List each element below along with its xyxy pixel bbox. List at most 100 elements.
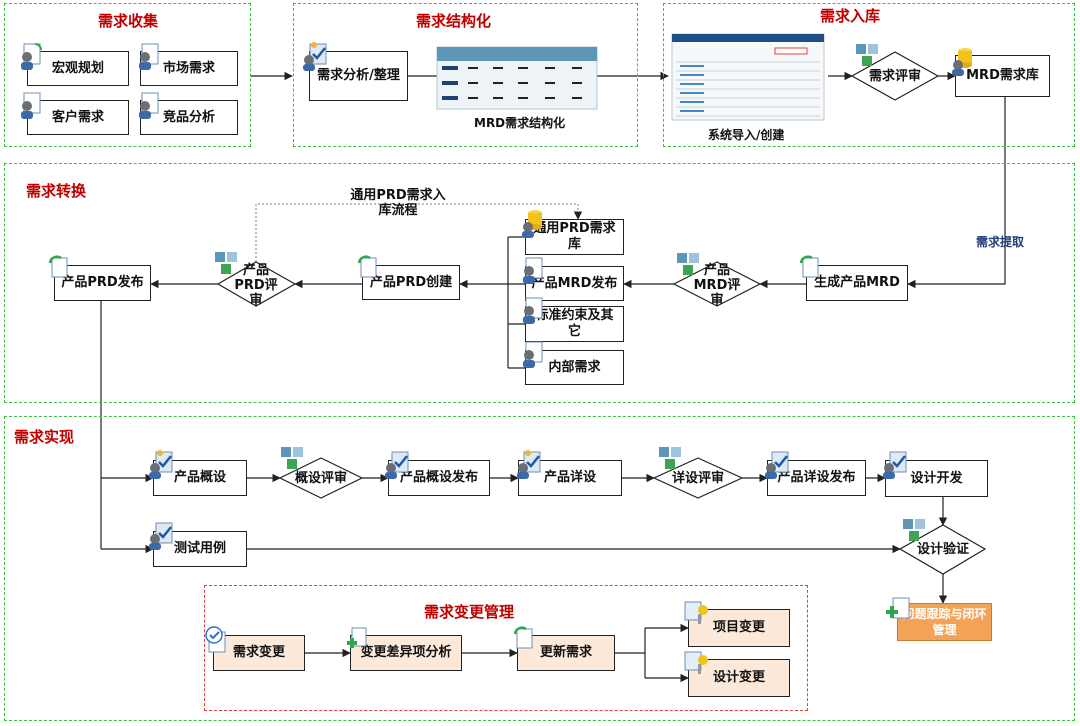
box-standard-constraints[interactable]: 标准约束及其它 xyxy=(525,306,624,342)
box-general-prd-library[interactable]: 通用PRD需求库 xyxy=(525,219,624,255)
system-screenshot xyxy=(671,33,825,121)
user-doc-icon xyxy=(523,341,543,368)
checklist-user-icon xyxy=(517,450,541,479)
box-label: 设计开发 xyxy=(910,470,963,486)
flowchart-icon xyxy=(677,253,699,275)
doc-add-icon xyxy=(347,627,367,648)
box-label: 市场需求 xyxy=(162,60,215,76)
checklist-user-icon xyxy=(883,451,907,479)
box-label: 产品PRD发布 xyxy=(61,275,144,290)
box-label: 内部需求 xyxy=(548,359,601,375)
system-import-caption: 系统导入/创建 xyxy=(708,128,785,142)
region-title-structure: 需求结构化 xyxy=(416,12,492,30)
user-doc-icon xyxy=(523,257,543,284)
doc-refresh-icon xyxy=(513,626,533,649)
region-title-storage: 需求入库 xyxy=(820,7,881,25)
box-internal-demand[interactable]: 内部需求 xyxy=(525,350,624,385)
box-demand-change[interactable]: 需求变更 xyxy=(213,635,305,671)
box-generate-mrd[interactable]: 生成产品MRD xyxy=(806,265,908,301)
box-prd-release[interactable]: 产品PRD发布 xyxy=(54,265,151,301)
box-label: 客户需求 xyxy=(51,109,104,125)
database-user-icon xyxy=(952,48,972,76)
box-label: 生成产品MRD xyxy=(814,275,900,290)
mrd-structure-table xyxy=(436,46,598,110)
box-label: 测试用例 xyxy=(173,541,226,556)
database-user-icon xyxy=(522,210,542,238)
mrd-review-label[interactable]: 产品MRD评审 xyxy=(693,262,741,308)
box-label: 产品详设 xyxy=(543,470,596,485)
region-title-collect: 需求收集 xyxy=(98,12,159,30)
box-label: 产品详设发布 xyxy=(777,470,856,485)
box-label: 通用PRD需求库 xyxy=(533,221,616,252)
user-doc-icon xyxy=(21,43,42,70)
box-label: 设计变更 xyxy=(712,670,765,685)
box-market-demand[interactable]: 市场需求 xyxy=(140,51,238,86)
box-label: 需求变更 xyxy=(232,645,285,660)
flowchart-icon xyxy=(856,44,878,66)
flowchart-icon xyxy=(215,252,237,274)
outline-review-label[interactable]: 概设评审 xyxy=(294,470,347,486)
doc-refresh-icon xyxy=(48,255,68,278)
box-outline-design[interactable]: 产品概设 xyxy=(153,460,247,496)
box-issue-tracking[interactable]: 问题跟踪与闭环管理 xyxy=(897,603,992,641)
box-project-change[interactable]: 项目变更 xyxy=(688,609,790,647)
box-design-change[interactable]: 设计变更 xyxy=(688,659,790,697)
region-title-change-mgmt: 需求变更管理 xyxy=(424,603,515,621)
box-detail-release[interactable]: 产品详设发布 xyxy=(767,460,866,496)
box-label: 问题跟踪与闭环管理 xyxy=(902,607,987,637)
box-label: 项目变更 xyxy=(712,620,765,635)
outline-review-diamond xyxy=(278,457,364,499)
checklist-user-icon xyxy=(149,522,173,550)
checklist-user-icon xyxy=(149,450,173,479)
detail-review-diamond xyxy=(652,457,744,499)
box-label: 产品PRD创建 xyxy=(369,274,453,290)
region-structure xyxy=(293,3,638,147)
box-label: 产品MRD发布 xyxy=(531,275,618,291)
add-doc-icon xyxy=(886,597,910,619)
box-customer-demand[interactable]: 客户需求 xyxy=(27,100,129,135)
flowchart-icon xyxy=(903,519,925,541)
box-label: 竞品分析 xyxy=(162,109,215,125)
flowchart-icon xyxy=(659,447,681,469)
box-update-demand[interactable]: 更新需求 xyxy=(517,635,615,671)
box-label: 更新需求 xyxy=(539,645,592,660)
doc-refresh-icon xyxy=(799,255,819,278)
user-doc-icon xyxy=(523,297,543,324)
checklist-user-icon xyxy=(385,451,409,479)
checklist-user-icon xyxy=(303,42,327,71)
box-label: 变更差异项分析 xyxy=(360,645,452,660)
detail-review-label[interactable]: 详设评审 xyxy=(671,470,724,486)
review-diamond xyxy=(850,51,940,101)
checkmark-doc-icon xyxy=(205,626,226,653)
region-realize xyxy=(4,416,1075,721)
box-outline-release[interactable]: 产品概设发布 xyxy=(388,460,490,496)
prd-review-label[interactable]: 产品PRD评审 xyxy=(234,262,278,308)
design-verify-label[interactable]: 设计验证 xyxy=(916,541,969,557)
box-prd-create[interactable]: 产品PRD创建 xyxy=(362,265,460,300)
flowchart-icon xyxy=(281,447,303,469)
user-doc-icon xyxy=(139,43,159,70)
key-doc-icon xyxy=(684,601,708,624)
region-collect xyxy=(4,3,251,147)
general-prd-flow-label: 通用PRD需求入库流程 xyxy=(350,188,446,218)
region-change-mgmt xyxy=(204,585,808,711)
demand-review-label[interactable]: 需求评审 xyxy=(868,68,921,84)
extract-label: 需求提取 xyxy=(976,235,1025,249)
doc-refresh-icon xyxy=(357,255,377,278)
user-doc-icon xyxy=(21,92,41,119)
box-label: 产品概设 xyxy=(173,470,226,485)
region-title-realize: 需求实现 xyxy=(14,428,75,446)
box-label: 标准约束及其它 xyxy=(535,308,614,339)
key-doc-icon xyxy=(684,651,708,674)
mrd-structure-caption: MRD需求结构化 xyxy=(474,116,566,130)
box-label: 宏观规划 xyxy=(51,60,104,76)
box-detail-design[interactable]: 产品详设 xyxy=(518,460,622,496)
region-transform xyxy=(4,163,1075,403)
box-label: 产品概设发布 xyxy=(399,470,478,485)
mrd-review-diamond xyxy=(672,261,762,307)
box-label: 需求分析/整理 xyxy=(317,68,400,83)
box-diff-analysis[interactable]: 变更差异项分析 xyxy=(350,635,462,671)
box-label: MRD需求库 xyxy=(966,68,1039,83)
region-storage xyxy=(663,3,1075,147)
